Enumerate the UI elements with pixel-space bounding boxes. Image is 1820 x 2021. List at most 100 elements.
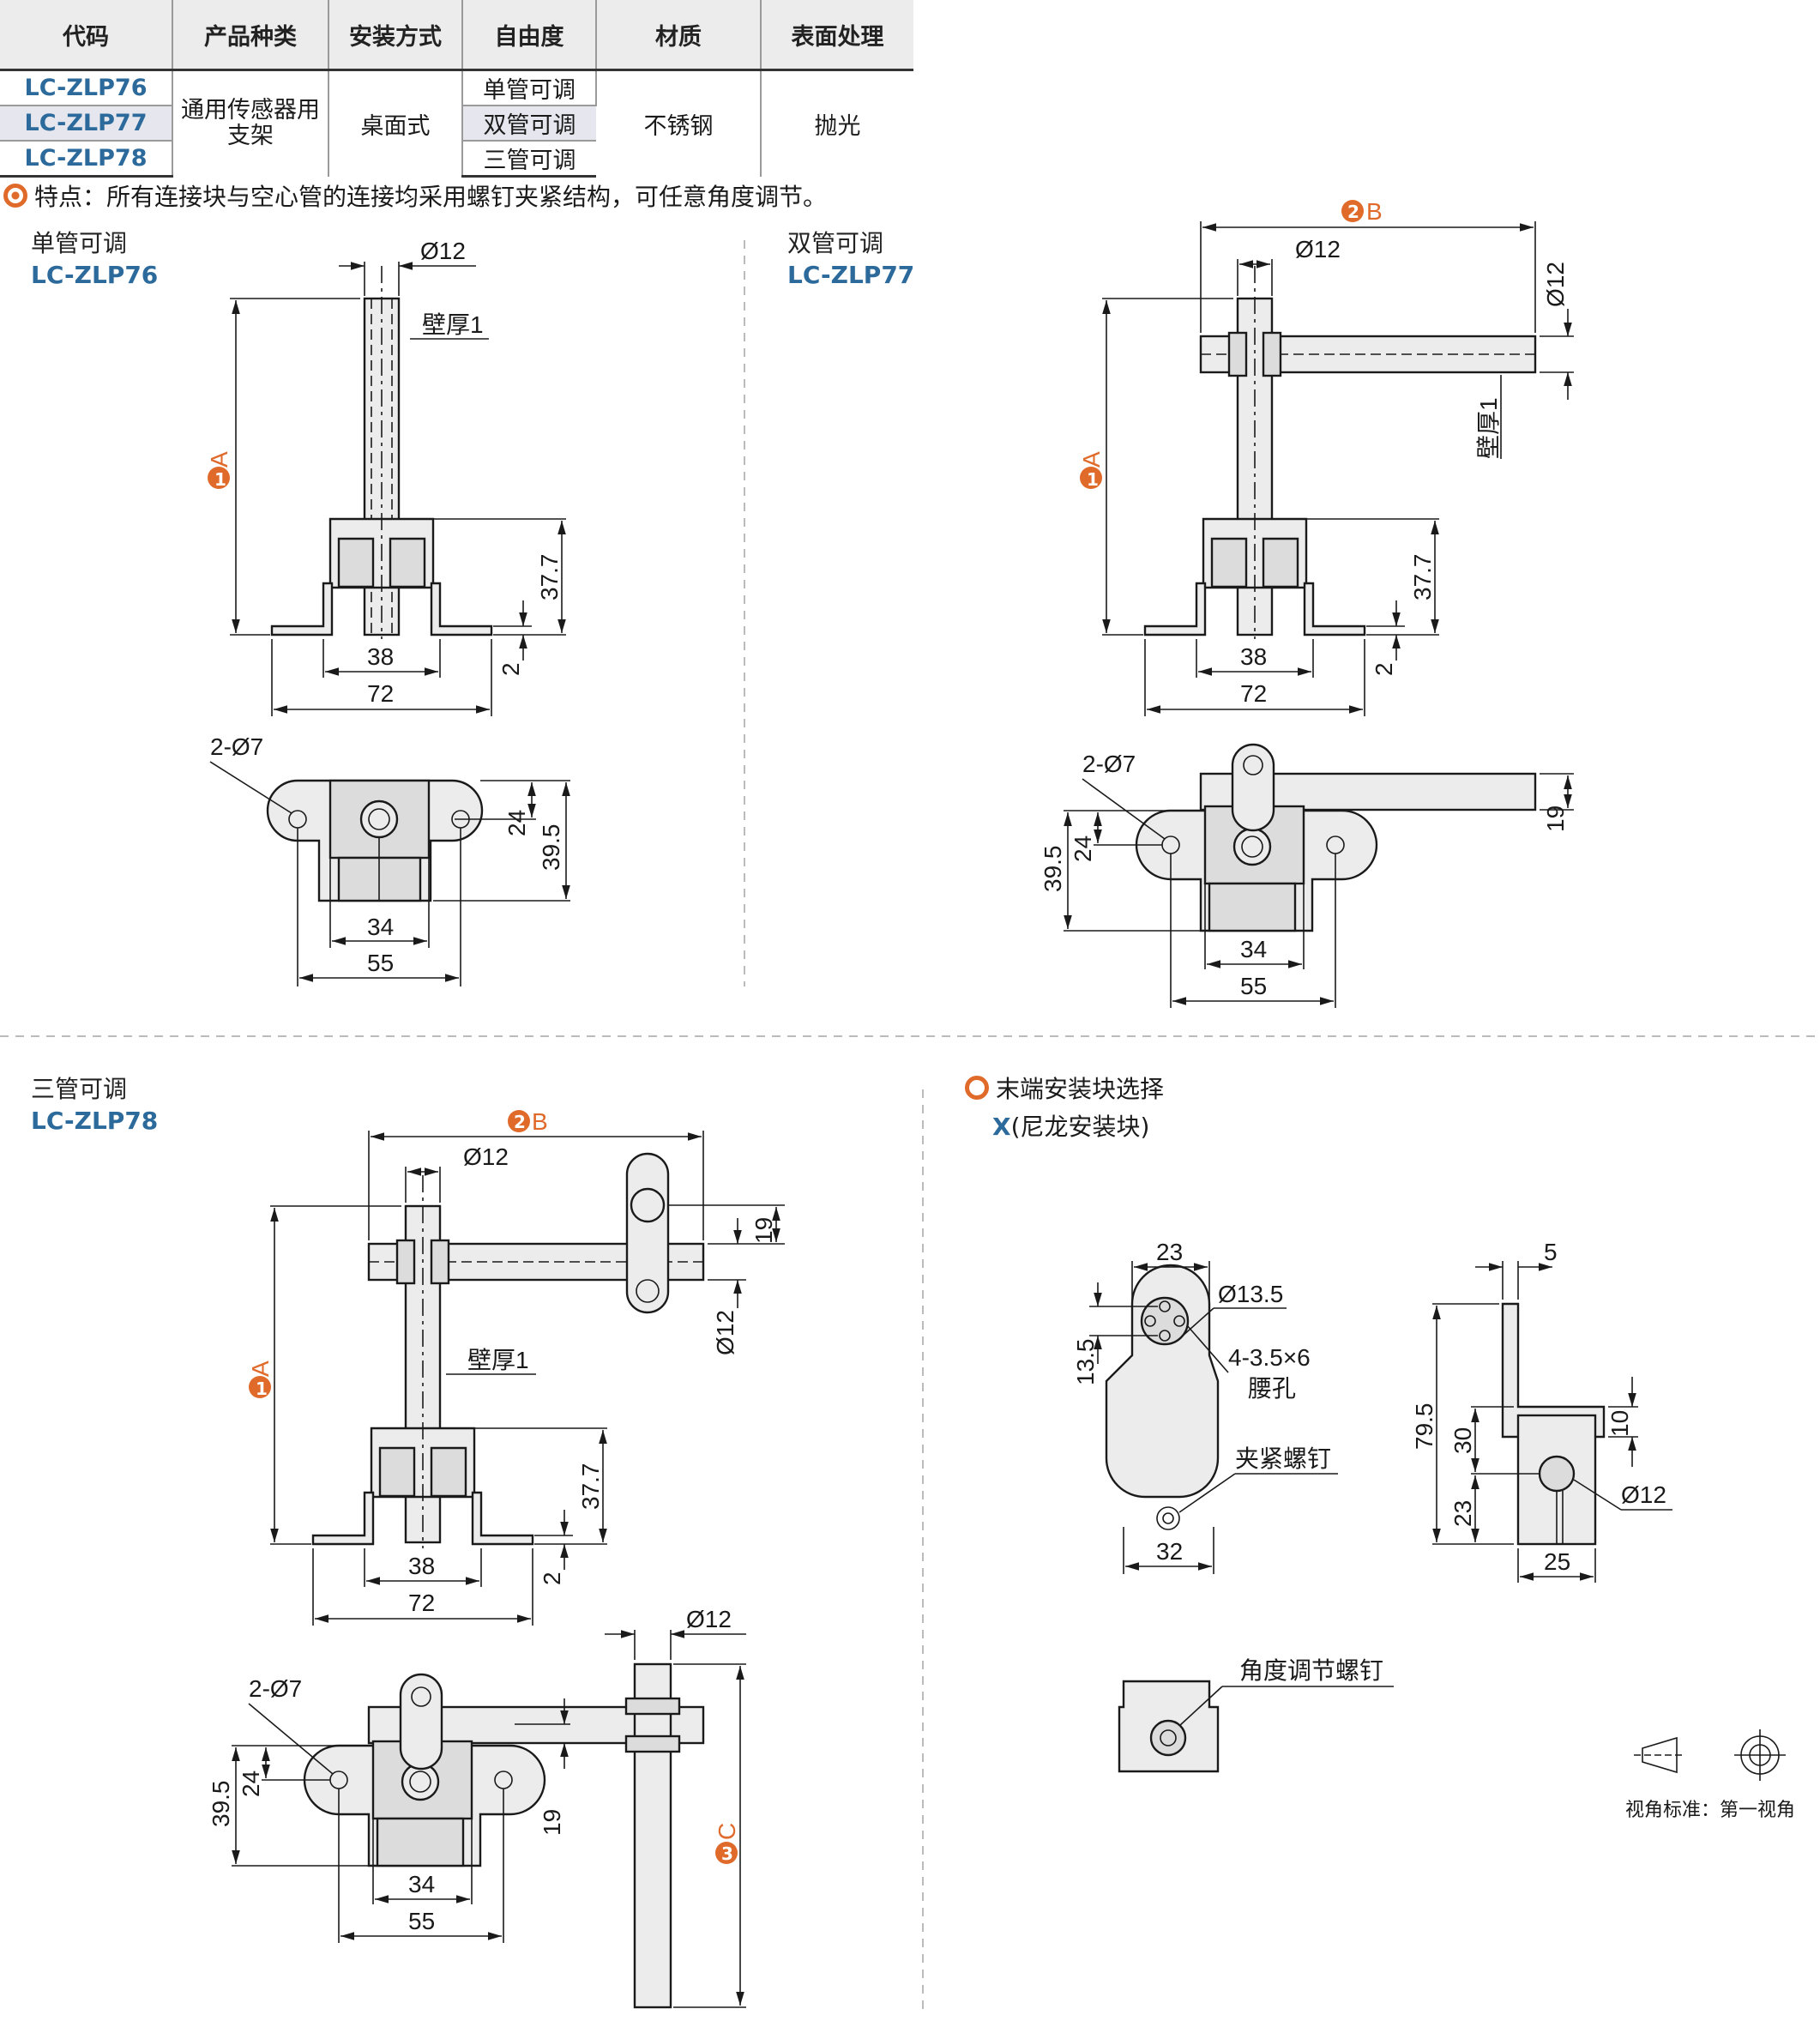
tag-number: 2 — [514, 1112, 526, 1132]
dim-e23b: 23 — [1449, 1500, 1476, 1527]
dim-34: 34 — [408, 1871, 435, 1897]
tag-circle-2 — [508, 1110, 530, 1132]
angle-screw-view: 角度调节螺钉 — [1118, 1657, 1394, 1773]
dim-37-7: 37.7 — [1409, 554, 1436, 601]
dim-19: 19 — [750, 1217, 777, 1244]
dim-d12: Ø12 — [420, 238, 466, 264]
dim-e79-5: 79.5 — [1411, 1403, 1437, 1451]
first-angle-projection-icon — [1634, 1729, 1786, 1781]
freedom-cell: 双管可调 — [462, 105, 596, 141]
dim-24: 24 — [503, 810, 530, 836]
dim-24: 24 — [238, 1771, 264, 1797]
dim-39-5: 39.5 — [538, 824, 564, 872]
dim-19: 19 — [1542, 805, 1569, 832]
header-material: 材质 — [596, 0, 762, 70]
dim-38: 38 — [408, 1553, 435, 1579]
dim-d12: Ø12 — [712, 1310, 738, 1355]
dim-e10: 10 — [1606, 1410, 1633, 1437]
dim-wall: 壁厚1 — [422, 311, 484, 338]
dim-55: 55 — [367, 950, 394, 976]
section-name: 单管可调 — [31, 229, 128, 257]
dim-34: 34 — [367, 914, 394, 940]
dim-angle-screw: 角度调节螺钉 — [1239, 1657, 1383, 1684]
dim-e12: Ø12 — [1621, 1481, 1666, 1508]
bullet-icon — [3, 184, 27, 208]
dim-d12: Ø12 — [463, 1143, 509, 1170]
tube-section — [1232, 827, 1272, 866]
double-front-view — [1143, 266, 1537, 639]
tag-circle-2 — [1341, 200, 1364, 222]
dim-72: 72 — [367, 680, 394, 707]
header-code: 代码 — [0, 0, 173, 70]
dim-holes: 2-Ø7 — [249, 1675, 302, 1702]
section-code: LC-ZLP77 — [787, 261, 915, 289]
code-cell: LC-ZLP77 — [0, 105, 173, 141]
double-dimensions: 2 B Ø12 Ø12 壁厚1 1 A 37.7 2 38 72 — [1078, 198, 1574, 716]
mount-cell: 桌面式 — [328, 69, 463, 177]
freedom-cell: 单管可调 — [462, 69, 597, 106]
dim-2: 2 — [1371, 662, 1397, 676]
dim-tag-a: A — [206, 451, 232, 468]
dim-19: 19 — [539, 1809, 565, 1836]
view-standard-label: 视角标准：第一视角 — [1625, 1800, 1796, 1821]
end-block-title: 末端安装块选择 X(尼龙安装块) — [965, 1071, 1164, 1143]
top-clamp — [1231, 743, 1275, 832]
triple-top-view — [303, 1662, 705, 2009]
dim-e32: 32 — [1156, 1538, 1183, 1565]
spec-table: 代码 产品种类 安装方式 自由度 材质 表面处理 LC-ZLP76 通用传感器用… — [0, 0, 913, 178]
feature-note: 特点：所有连接块与空心管的连接均采用螺钉夹紧结构，可任意角度调节。 — [3, 178, 827, 213]
product-type-cell: 通用传感器用支架 — [172, 69, 329, 177]
single-front-view — [270, 266, 493, 639]
header-freedom: 自由度 — [462, 0, 597, 70]
dim-d12: Ø12 — [686, 1606, 732, 1632]
tag-circle-3 — [715, 1842, 738, 1864]
dim-clamp-screw: 夹紧螺钉 — [1235, 1445, 1331, 1472]
triple-front-view — [311, 1152, 705, 1548]
dim-2: 2 — [497, 662, 524, 676]
freedom-cell: 三管可调 — [462, 140, 596, 178]
dim-d12: Ø12 — [1542, 262, 1569, 307]
end-block-side-dims: 5 79.5 30 23 10 Ø12 25 — [1411, 1239, 1672, 1583]
dim-34: 34 — [1240, 936, 1267, 962]
dim-37-7: 37.7 — [536, 554, 563, 601]
dim-72: 72 — [1240, 680, 1267, 707]
dim-2: 2 — [539, 1572, 565, 1585]
dim-e5: 5 — [1544, 1239, 1558, 1265]
dim-tag-a: A — [247, 1360, 274, 1377]
tag-number: 1 — [214, 469, 226, 490]
tag-circle-1 — [1080, 467, 1102, 489]
single-top-view — [266, 779, 484, 902]
header-finish: 表面处理 — [761, 0, 913, 70]
end-clamp — [625, 1152, 670, 1314]
tube-section — [359, 799, 399, 839]
section-name: 双管可调 — [787, 229, 884, 257]
header-product-type: 产品种类 — [172, 0, 329, 70]
dim-38: 38 — [367, 643, 394, 670]
code-cell: LC-ZLP76 — [0, 69, 173, 106]
dim-wall: 壁厚1 — [1475, 397, 1502, 459]
dim-38: 38 — [1240, 643, 1267, 670]
base-bracket — [311, 1491, 534, 1546]
triple-top-dimensions: Ø12 2-Ø7 24 39.5 19 34 55 3 C — [208, 1606, 746, 2008]
double-top-view — [1135, 743, 1537, 932]
dim-e13-5: 13.5 — [1072, 1339, 1099, 1386]
single-top-dimensions: 2-Ø7 24 39.5 34 55 — [209, 733, 570, 986]
dim-holes: 2-Ø7 — [210, 733, 263, 760]
dim-e13-5-diam: Ø13.5 — [1218, 1281, 1283, 1307]
angle-screw — [1160, 1729, 1177, 1747]
material-cell: 不锈钢 — [596, 69, 762, 177]
section-label-triple: 三管可调 LC-ZLP78 — [31, 1071, 158, 1135]
end-block-subtitle: (尼龙安装块) — [1010, 1113, 1150, 1141]
tag-number: 1 — [256, 1379, 268, 1399]
dim-55: 55 — [1240, 973, 1267, 999]
dim-e23: 23 — [1156, 1239, 1183, 1265]
dim-tag-a: A — [1078, 451, 1105, 468]
section-code: LC-ZLP76 — [31, 261, 159, 289]
dim-slots-label: 腰孔 — [1248, 1375, 1296, 1402]
tag-number: 3 — [721, 1843, 733, 1864]
dim-37-7: 37.7 — [577, 1463, 604, 1511]
end-block-side-view — [1501, 1302, 1606, 1546]
dim-e30: 30 — [1449, 1427, 1476, 1454]
feature-text: 特点：所有连接块与空心管的连接均采用螺钉夹紧结构，可任意角度调节。 — [34, 183, 828, 211]
